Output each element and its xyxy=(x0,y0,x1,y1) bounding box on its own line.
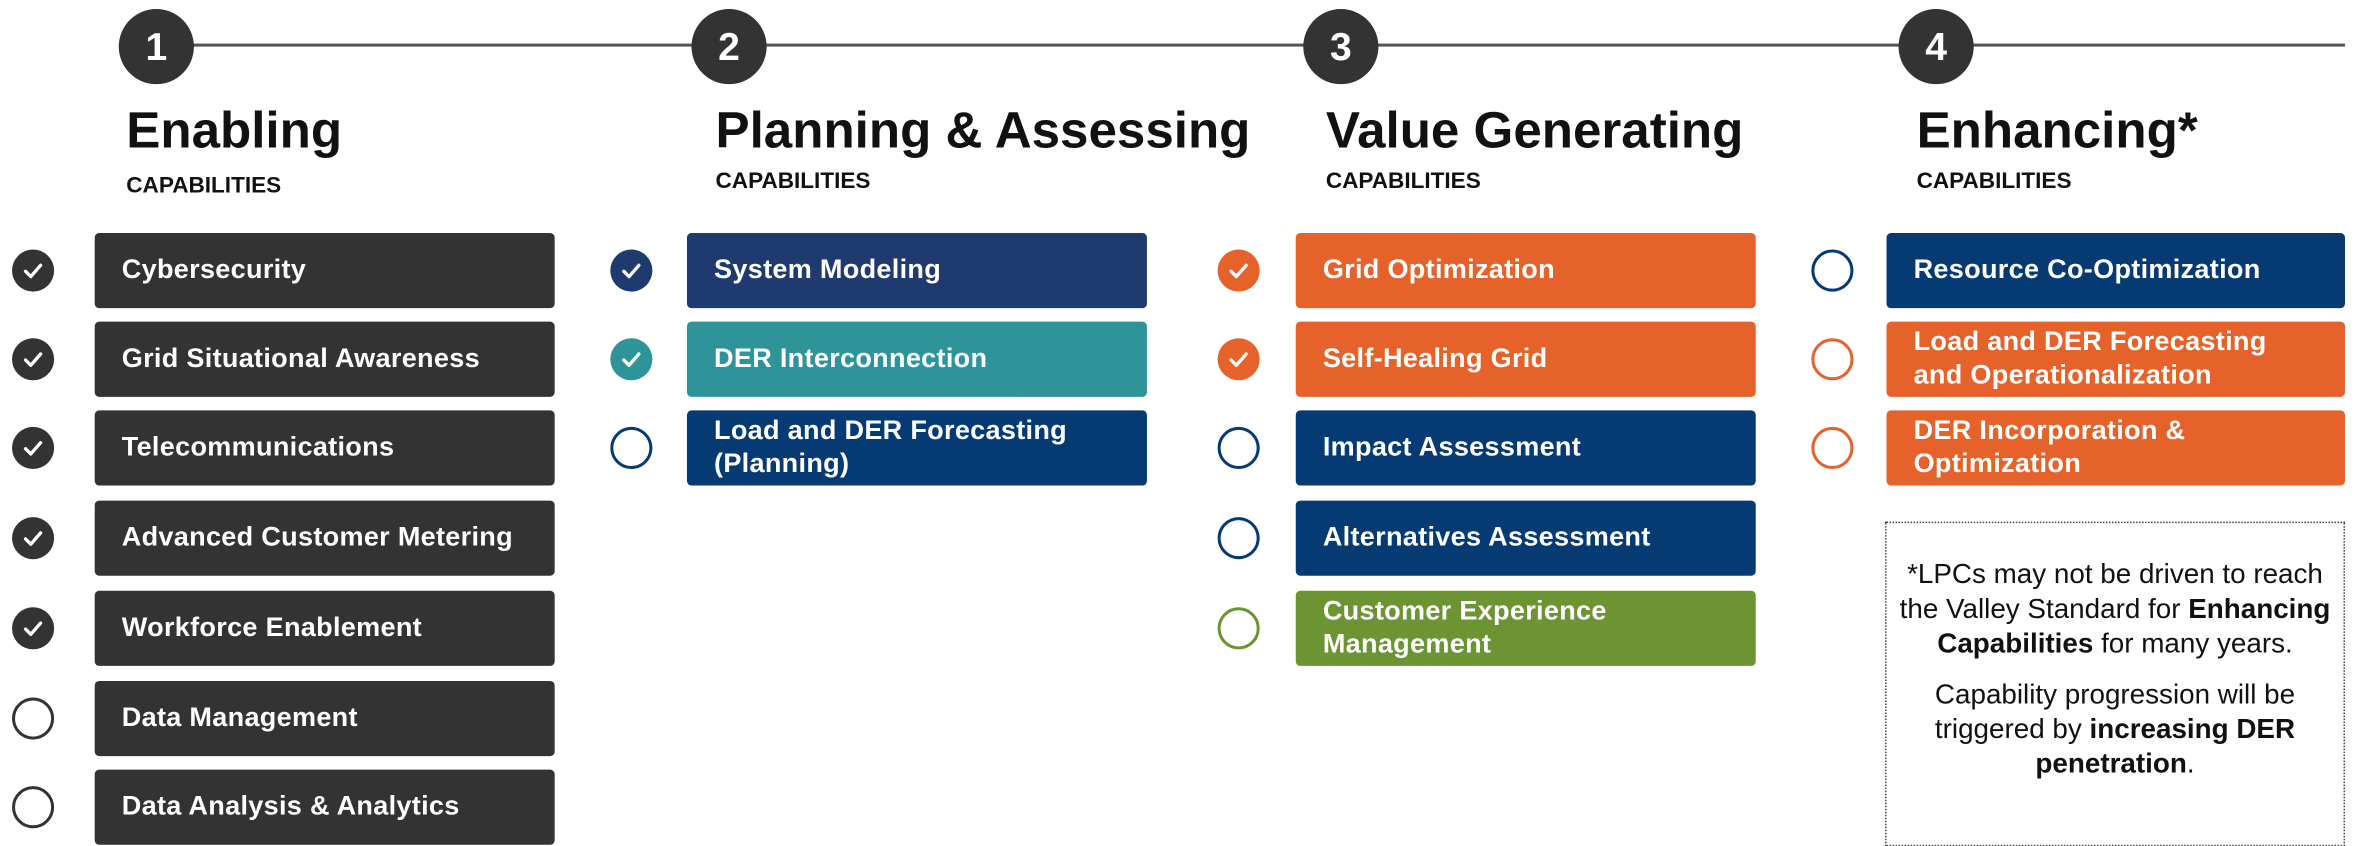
column-subtitle: CAPABILITIES xyxy=(715,168,871,194)
capability-label: Grid Situational Awareness xyxy=(121,343,480,374)
status-complete-icon xyxy=(610,249,653,292)
note-paragraph-2: Capability progression will be triggered… xyxy=(1887,676,2344,780)
note-emphasis: Enhancing Capabilities xyxy=(1937,592,2331,659)
capability-self-healing-grid: Self-Healing Grid xyxy=(1295,321,1756,397)
capability-telecommunications: Telecommunications xyxy=(94,410,555,486)
capability-label: Resource Co-Optimization xyxy=(1913,254,2261,285)
capability-label: System Modeling xyxy=(714,254,942,285)
status-incomplete-icon xyxy=(610,426,653,469)
status-incomplete-icon xyxy=(1217,426,1260,469)
column-title: Planning & Assessing xyxy=(715,102,1251,160)
step-1-badge: 1 xyxy=(118,9,194,85)
capability-advanced-customer-metering: Advanced Customer Metering xyxy=(94,500,555,576)
status-incomplete-icon xyxy=(1811,426,1854,469)
status-incomplete-icon xyxy=(1811,338,1854,381)
capability-label: Impact Assessment xyxy=(1322,431,1582,462)
capability-label: Load and DER Forecasting (Planning) xyxy=(714,415,1068,479)
capability-label: Load and DER Forecasting and Operational… xyxy=(1913,326,2267,390)
step-number: 4 xyxy=(1925,23,1947,69)
timeline-line xyxy=(154,43,2345,47)
capability-label: Workforce Enablement xyxy=(121,612,422,643)
step-number: 2 xyxy=(718,23,740,69)
status-incomplete-icon xyxy=(12,697,55,740)
status-complete-icon xyxy=(12,517,55,560)
capability-load-and-der-forecasting-and-operationalization: Load and DER Forecasting and Operational… xyxy=(1886,321,2345,397)
capability-label: Alternatives Assessment xyxy=(1322,521,1651,552)
capability-der-incorporation-and-optimization: DER Incorporation & Optimization xyxy=(1886,410,2345,486)
status-incomplete-icon xyxy=(12,786,55,829)
step-number: 1 xyxy=(145,23,168,69)
note-text: for many years. xyxy=(2093,626,2293,659)
capability-grid-optimization: Grid Optimization xyxy=(1295,232,1756,309)
note-text: . xyxy=(2186,747,2195,779)
capability-data-analysis-and-analytics: Data Analysis & Analytics xyxy=(94,769,555,845)
capability-label: Grid Optimization xyxy=(1322,254,1555,285)
capability-customer-experience-management: Customer Experience Management xyxy=(1295,590,1756,666)
capability-label: DER Interconnection xyxy=(714,343,988,374)
note-emphasis: increasing DER penetration xyxy=(2035,712,2296,779)
status-incomplete-icon xyxy=(1811,249,1854,292)
capability-data-management: Data Management xyxy=(94,680,555,757)
note-text: *LPCs may not be driven to reach the Val… xyxy=(1899,557,2323,624)
capability-label: Telecommunications xyxy=(121,431,395,462)
capability-label: DER Incorporation & Optimization xyxy=(1913,415,2186,479)
column-title: Value Generating xyxy=(1325,102,1744,160)
status-complete-icon xyxy=(12,426,55,469)
status-incomplete-icon xyxy=(1217,517,1260,560)
capability-label: Cybersecurity xyxy=(121,254,307,285)
capability-system-modeling: System Modeling xyxy=(686,232,1147,309)
capability-der-interconnection: DER Interconnection xyxy=(686,321,1147,397)
column-subtitle: CAPABILITIES xyxy=(1916,168,2072,194)
status-complete-icon xyxy=(1217,249,1260,292)
capability-cybersecurity: Cybersecurity xyxy=(94,232,555,309)
note-box: *LPCs may not be driven to reach the Val… xyxy=(1885,521,2345,846)
step-4-badge: 4 xyxy=(1898,9,1974,85)
column-title: Enhancing* xyxy=(1916,102,2198,160)
status-complete-icon xyxy=(1217,338,1260,381)
capability-label: Self-Healing Grid xyxy=(1322,343,1548,374)
capability-workforce-enablement: Workforce Enablement xyxy=(94,590,555,666)
capability-label: Advanced Customer Metering xyxy=(121,521,513,552)
column-subtitle: CAPABILITIES xyxy=(126,172,282,199)
status-complete-icon xyxy=(610,338,653,381)
capability-label: Customer Experience Management xyxy=(1322,595,1607,659)
capability-label: Data Management xyxy=(121,702,358,733)
step-3-badge: 3 xyxy=(1303,9,1379,85)
capability-label: Data Analysis & Analytics xyxy=(121,790,460,822)
capability-load-and-der-forecasting-planning: Load and DER Forecasting (Planning) xyxy=(686,410,1147,486)
capability-alternatives-assessment: Alternatives Assessment xyxy=(1295,500,1756,576)
capability-impact-assessment: Impact Assessment xyxy=(1295,410,1756,486)
status-complete-icon xyxy=(12,338,55,381)
status-incomplete-icon xyxy=(1217,607,1260,650)
note-paragraph-1: *LPCs may not be driven to reach the Val… xyxy=(1887,556,2344,660)
capability-grid-situational-awareness: Grid Situational Awareness xyxy=(94,321,555,397)
status-complete-icon xyxy=(12,607,55,650)
step-number: 3 xyxy=(1329,23,1352,69)
capability-resource-co-optimization: Resource Co-Optimization xyxy=(1886,232,2345,309)
column-title: Enabling xyxy=(126,102,343,160)
note-text: Capability progression will be triggered… xyxy=(1934,677,2296,745)
column-subtitle: CAPABILITIES xyxy=(1325,168,1481,194)
status-complete-icon xyxy=(12,249,55,292)
step-2-badge: 2 xyxy=(691,9,767,85)
